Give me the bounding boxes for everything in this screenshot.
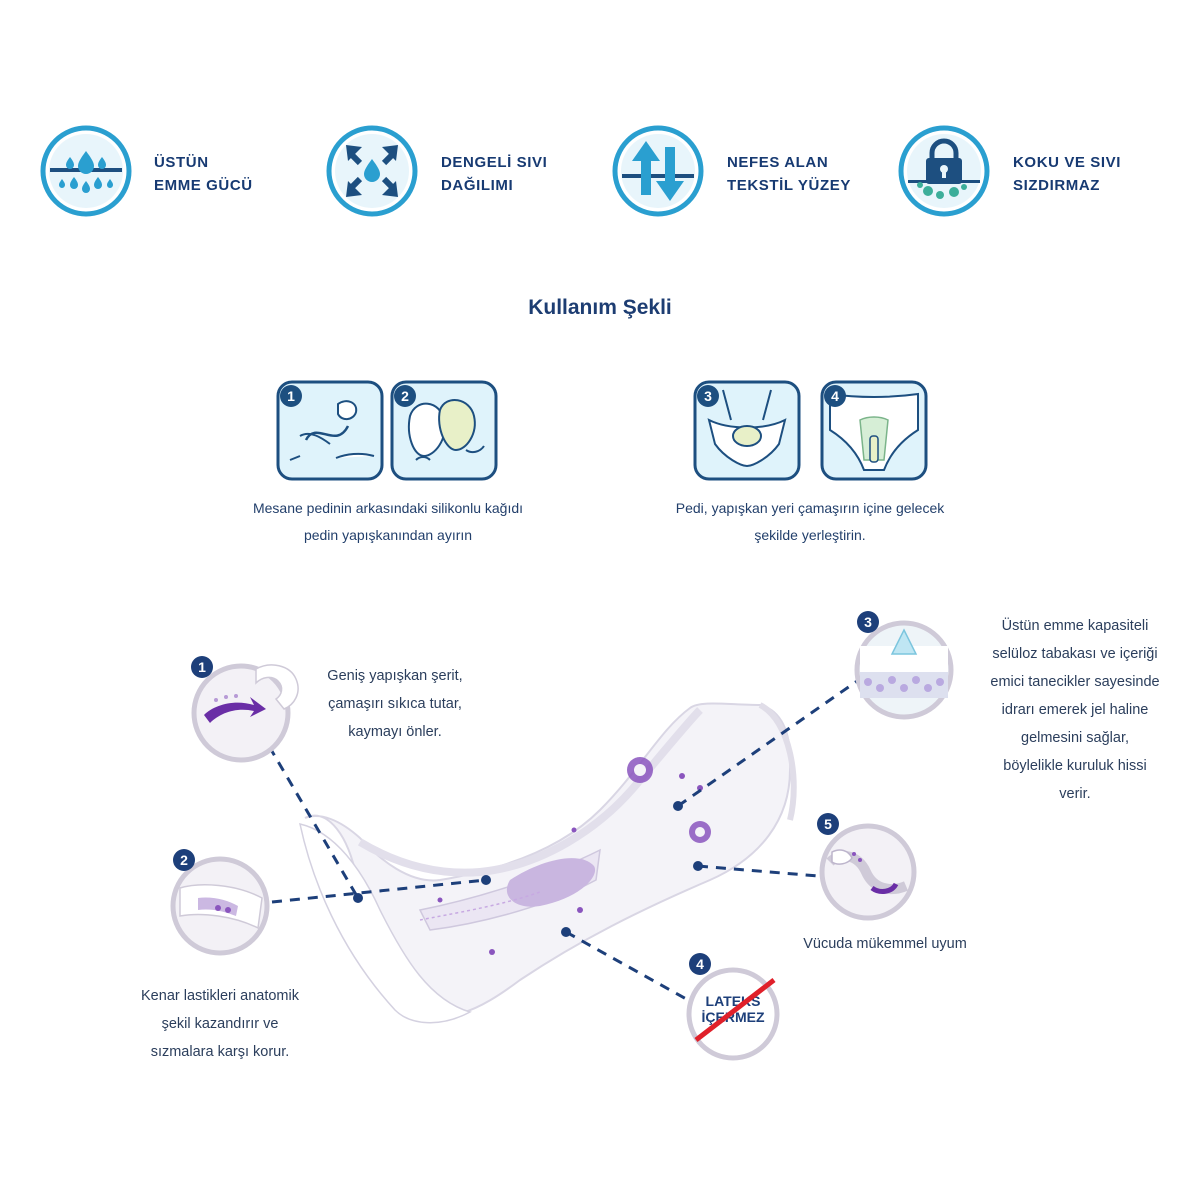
absorbent-core-detail: 3 [848,610,958,722]
callout-number: 1 [198,659,206,675]
callout-line: Geniş yapışkan şerit, [327,668,463,684]
separate-paper-illustration: 2 [390,380,498,481]
feature-label-breathable: NEFES ALAN TEKSTİL YÜZEY [727,151,851,197]
step-number: 4 [831,388,839,404]
callout-number: 3 [864,614,872,630]
callout-dots [353,801,703,937]
usage-title: Kullanım Şekli [528,296,672,319]
callout-line: Vücuda mükemmel uyum [803,936,967,952]
callout-line: Kenar lastikleri anatomik [141,988,299,1004]
lock-odor-icon [898,125,990,217]
callout-text-elastic: Kenar lastikleri anatomik şekil kazandır… [100,982,340,1066]
pad-diagram [240,670,871,1024]
usage-caption-place: Pedi, yapışkan yeri çamaşırın içine gele… [640,495,980,549]
caption-line: Mesane pedinin arkasındaki silikonlu kağ… [252,500,524,516]
place-in-underwear-illustration: 3 [693,380,801,481]
callout-line: Üstün emme kapasiteli [1001,618,1149,634]
caption-line: şekilde yerleştirin. [754,527,866,543]
adhesive-strip-detail: 1 [186,655,306,765]
step-number: 3 [704,388,712,404]
callout-text-adhesive: Geniş yapışkan şerit, çamaşırı sıkıca tu… [300,662,490,746]
balanced-distribution-icon [326,125,418,217]
callout-number: 5 [824,816,832,832]
feature-label-distribution: DENGELİ SIVI DAĞILIMI [441,151,547,197]
feature-line: SIZDIRMAZ [1013,177,1101,194]
callout-text-absorbent: Üstün emme kapasiteli selüloz tabakası v… [960,612,1190,808]
callout-line: şekil kazandırır ve [161,1016,279,1032]
feature-line: DENGELİ SIVI [441,154,548,171]
callout-line: emici tanecikler sayesinde [990,674,1160,690]
step-number: 1 [287,388,295,404]
callout-line: idrarı emerek jel haline [1001,702,1149,718]
callout-line: gelmesini sağlar, [1021,730,1129,746]
callout-line: selüloz tabakası ve içeriği [992,646,1158,662]
water-drops-absorb-icon [40,125,132,217]
peel-backing-illustration: 1 [276,380,384,481]
callout-number: 2 [180,852,188,868]
callout-line: böylelikle kuruluk hissi [1003,758,1147,774]
usage-caption-peel: Mesane pedinin arkasındaki silikonlu kağ… [218,495,558,549]
feature-line: DAĞILIMI [441,177,514,194]
callout-text-body-fit: Vücuda mükemmel uyum [770,930,1000,958]
elastic-edges-detail: 2 [168,848,278,958]
callout-line: kaymayı önler. [348,724,442,740]
callout-line: sızmalara karşı korur. [150,1044,290,1060]
badge-line: LATEKS [706,993,761,1009]
caption-line: Pedi, yapışkan yeri çamaşırın içine gele… [675,500,945,516]
breathable-arrows-icon [612,125,704,217]
callout-line: verir. [1059,786,1091,802]
feature-line: TEKSTİL YÜZEY [727,177,851,194]
step-number: 2 [401,388,409,404]
feature-line: ÜSTÜN [154,154,209,171]
latex-free-badge: LATEKS İÇERMEZ 4 [684,952,784,1062]
body-fit-detail: 5 [812,812,922,922]
caption-line: pedin yapışkanından ayırın [303,527,473,543]
callout-number: 4 [696,956,704,972]
feature-line: KOKU VE SIVI [1013,154,1122,171]
feature-label-absorption: ÜSTÜN EMME GÜCÜ [154,151,253,197]
feature-line: EMME GÜCÜ [154,177,253,194]
wear-underwear-illustration: 4 [820,380,928,481]
callout-line: çamaşırı sıkıca tutar, [328,696,462,712]
feature-label-leakproof: KOKU VE SIVI SIZDIRMAZ [1013,151,1121,197]
feature-line: NEFES ALAN [727,154,829,171]
